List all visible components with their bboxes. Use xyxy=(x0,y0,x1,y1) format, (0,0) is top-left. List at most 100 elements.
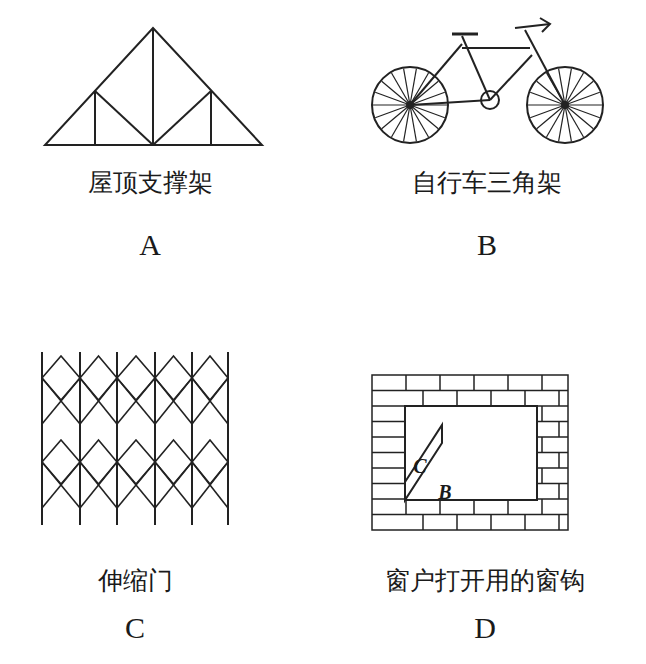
cross-bar xyxy=(117,462,155,508)
spoke xyxy=(375,105,410,118)
spoke xyxy=(404,69,410,105)
spoke xyxy=(410,81,438,105)
brick-joint xyxy=(541,375,543,391)
brick-joint xyxy=(541,468,543,484)
brick-joint xyxy=(558,391,560,407)
cross-bar xyxy=(117,378,155,424)
spoke xyxy=(559,69,565,105)
spoke xyxy=(530,92,565,105)
brick-joint xyxy=(524,515,526,531)
brick-course xyxy=(372,390,568,392)
spoke xyxy=(547,105,566,137)
cross-bar xyxy=(155,378,192,424)
spoke xyxy=(565,92,600,105)
caption: 自行车三角架 xyxy=(412,170,562,195)
caption: 屋顶支撑架 xyxy=(88,170,213,195)
spoke xyxy=(565,105,571,141)
cross-bar xyxy=(192,378,228,424)
brick-joint xyxy=(490,391,492,407)
diamond-link xyxy=(42,440,80,484)
caption: 伸缩门 xyxy=(98,568,173,593)
option-letter: A xyxy=(139,230,161,260)
brick-joint xyxy=(507,499,509,515)
brick-joint xyxy=(541,406,543,422)
spoke xyxy=(373,104,410,105)
diamond-link xyxy=(117,356,155,400)
brick-joint xyxy=(422,515,424,531)
point-label: B xyxy=(438,482,451,502)
option-letter: B xyxy=(477,230,497,260)
spoke xyxy=(410,105,438,129)
cross-bar xyxy=(42,462,80,508)
brick-joint xyxy=(558,515,560,531)
cross-bar xyxy=(117,462,155,508)
cross-bar xyxy=(42,378,80,424)
brick-joint xyxy=(507,375,509,391)
brick-joint xyxy=(541,437,543,453)
spoke xyxy=(537,81,565,105)
spoke xyxy=(530,105,565,118)
window-opening xyxy=(405,406,537,500)
spoke xyxy=(382,81,410,105)
cross-bar xyxy=(155,378,192,424)
spoke xyxy=(565,73,584,105)
cross-bar xyxy=(42,378,80,424)
brick-joint xyxy=(405,499,407,515)
cross-bar xyxy=(117,378,155,424)
brick-joint xyxy=(456,391,458,407)
spoke xyxy=(410,104,447,105)
cross-bar xyxy=(155,462,192,508)
brick-joint xyxy=(473,499,475,515)
spoke xyxy=(410,105,416,141)
caption: 窗户打开用的窗钩 xyxy=(385,568,585,593)
spoke xyxy=(375,92,410,105)
spoke xyxy=(410,105,445,118)
cross-bar xyxy=(80,378,117,424)
diamond-link xyxy=(117,440,155,484)
wall xyxy=(372,375,568,530)
cross-bar xyxy=(80,462,117,508)
roof-truss xyxy=(45,28,262,145)
frame xyxy=(404,406,406,500)
cross-bar xyxy=(80,378,117,424)
spoke xyxy=(528,104,565,105)
brick-joint xyxy=(490,515,492,531)
brick-joint xyxy=(558,484,560,500)
spoke xyxy=(565,105,600,118)
cross-bar xyxy=(192,462,228,508)
diamond-link xyxy=(80,356,117,400)
option-letter: D xyxy=(474,613,496,643)
spoke xyxy=(565,104,602,105)
brick-joint xyxy=(524,391,526,407)
diamond-link xyxy=(192,356,228,400)
point-label: C xyxy=(413,456,426,476)
brick-joint xyxy=(541,499,543,515)
cross-bar xyxy=(192,378,228,424)
window-hook xyxy=(405,425,442,500)
brick-joint xyxy=(473,375,475,391)
diamond-link xyxy=(192,440,228,484)
brick-joint xyxy=(456,515,458,531)
hub xyxy=(562,102,568,108)
cross-bar xyxy=(192,462,228,508)
cross-bar xyxy=(155,462,192,508)
brick-joint xyxy=(405,375,407,391)
spoke xyxy=(565,81,593,105)
spoke xyxy=(382,105,410,129)
spoke xyxy=(565,105,593,129)
diamond-link xyxy=(80,440,117,484)
diamond-link xyxy=(155,356,192,400)
cross-bar xyxy=(80,462,117,508)
diamond-link xyxy=(42,356,80,400)
brick-joint xyxy=(558,453,560,469)
diamond-link xyxy=(155,440,192,484)
spoke xyxy=(392,105,411,137)
brick-joint xyxy=(422,391,424,407)
cross-bar xyxy=(42,462,80,508)
brick-joint xyxy=(558,422,560,438)
bicycle xyxy=(372,18,603,143)
window-with-hook xyxy=(372,375,568,530)
brick-joint xyxy=(439,375,441,391)
